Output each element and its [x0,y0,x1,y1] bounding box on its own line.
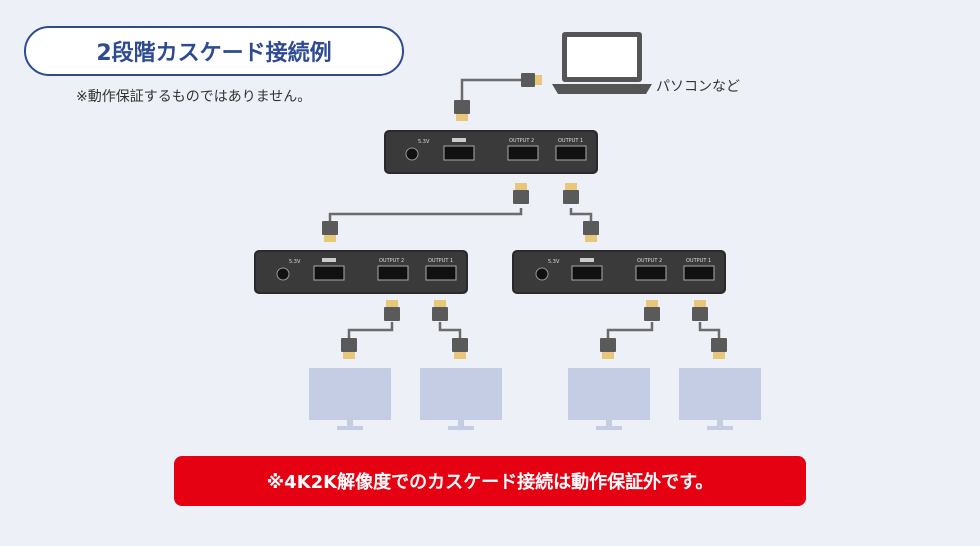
connector-right-out2 [644,300,660,321]
cables [328,78,721,338]
splitter-top: 5.3V OUTPUT 2 OUTPUT 1 [384,130,598,174]
connector-left-out2 [384,300,400,321]
monitor-icon [420,368,502,430]
disclaimer-note: ※動作保証するものではありません。 [76,89,312,105]
power-label: 5.3V [289,259,301,265]
connector-monitor-2 [452,338,468,359]
connector-right-out1 [692,300,708,321]
monitor-icon [309,368,391,430]
connector-left-out1 [432,300,448,321]
connector-monitor-3 [600,338,616,359]
monitor-icon [679,368,761,430]
output1-label: OUTPUT 1 [558,138,583,144]
output2-label: OUTPUT 2 [379,258,404,264]
connector-left-input [322,221,338,242]
laptop-icon [552,32,652,94]
output1-label: OUTPUT 1 [428,258,453,264]
connector-monitor-1 [341,338,357,359]
output2-label: OUTPUT 2 [637,258,662,264]
monitor-icon [568,368,650,430]
power-label: 5.3V [418,139,430,145]
splitter-right: 5.3V OUTPUT 2 OUTPUT 1 [512,250,726,294]
connector-right-input [583,221,599,242]
connectors [322,73,727,359]
connector-top-out1 [563,183,579,204]
connector-top-input [454,100,470,121]
splitter-left: 5.3V OUTPUT 2 OUTPUT 1 [254,250,468,294]
cable-right-out1 [698,322,721,338]
page-title: 2段階カスケード接続例 [24,26,404,76]
output2-label: OUTPUT 2 [509,138,534,144]
cable-top-to-right [569,208,593,222]
pc-label: パソコンなど [656,79,740,95]
cable-left-out1 [438,322,462,338]
cable-top-to-left [328,208,523,222]
cable-right-out2 [606,322,654,338]
power-label: 5.3V [548,259,560,265]
output1-label: OUTPUT 1 [686,258,711,264]
connector-pc [521,73,542,87]
cable-pc-to-splitter [460,78,522,100]
connector-top-out2 [513,183,529,204]
cable-left-out2 [347,322,394,338]
connector-monitor-4 [711,338,727,359]
warning-banner: ※4K2K解像度でのカスケード接続は動作保証外です。 [174,456,806,506]
